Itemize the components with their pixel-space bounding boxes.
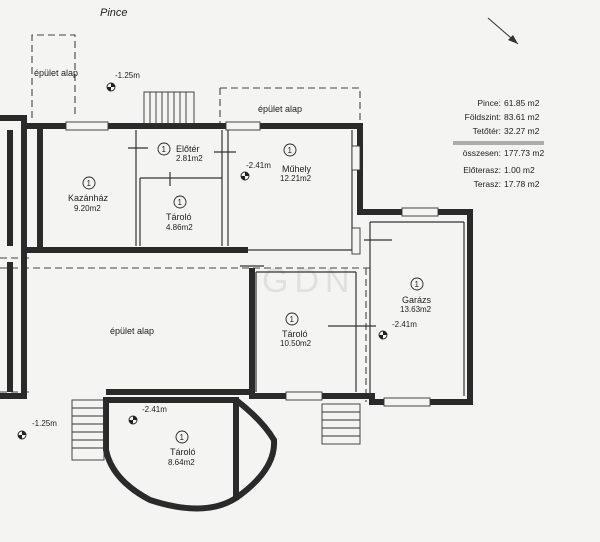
room-area: 9.20m2 <box>74 204 101 213</box>
level-label: -1.25m <box>115 71 140 80</box>
svg-text:1: 1 <box>162 145 167 154</box>
summary-value: 61.85 m2 <box>504 98 540 108</box>
level-label: -1.25m <box>32 419 57 428</box>
room-area: 4.86m2 <box>166 223 193 232</box>
room-tarolo-mid: 1 Tároló 10.50m2 <box>280 312 312 348</box>
summary-label: Terasz: <box>474 179 501 189</box>
room-tarolo-small: 1 Tároló 4.86m2 <box>166 195 193 232</box>
room-name: Műhely <box>282 164 312 174</box>
summary-value: 17.78 m2 <box>504 179 540 189</box>
svg-text:1: 1 <box>87 179 92 188</box>
summary-label: Földszint: <box>465 112 501 122</box>
svg-text:1: 1 <box>180 433 185 442</box>
level-marker: -1.25m <box>17 419 57 440</box>
level-marker: -2.41m <box>240 161 271 181</box>
room-name: Tároló <box>166 212 192 222</box>
summary-value: 1.00 m2 <box>504 165 535 175</box>
room-name: Előtér <box>176 144 200 154</box>
room-name: Garázs <box>402 295 432 305</box>
summary-label: Pince: <box>477 98 501 108</box>
door-marks <box>128 147 392 327</box>
svg-text:1: 1 <box>178 198 183 207</box>
level-marker: -2.41m <box>128 405 167 425</box>
room-kazanhaz: 1 Kazánház 9.20m2 <box>68 176 109 213</box>
room-tarolo-bottom: 1 Tároló 8.64m2 <box>168 430 196 467</box>
svg-text:1: 1 <box>288 146 293 155</box>
level-label: -2.41m <box>142 405 167 414</box>
summary-value: 32.27 m2 <box>504 126 540 136</box>
room-area: 2.81m2 <box>176 154 203 163</box>
room-area: 8.64m2 <box>168 458 195 467</box>
foundation-outlines <box>0 34 370 402</box>
room-muhely: 1 Műhely 12.21m2 <box>280 143 312 183</box>
plan-title: Pince <box>100 7 128 19</box>
room-area: 13.63m2 <box>400 305 432 314</box>
room-area: 10.50m2 <box>280 339 312 348</box>
summary-label: Tetőtér: <box>473 126 501 136</box>
foundation-label: épület alap <box>258 104 302 114</box>
room-area: 12.21m2 <box>280 174 312 183</box>
svg-text:1: 1 <box>290 315 295 324</box>
north-arrow-icon <box>487 17 519 45</box>
summary-label: Előterasz: <box>463 165 501 175</box>
room-name: Tároló <box>170 447 196 457</box>
room-name: Tároló <box>282 329 308 339</box>
summary-label: összesen: <box>463 148 501 158</box>
room-name: Kazánház <box>68 193 109 203</box>
room-garazs: 1 Garázs 13.63m2 <box>400 277 432 314</box>
area-summary: Pince: 61.85 m2 Földszint: 83.61 m2 Tető… <box>453 98 544 189</box>
svg-text:1: 1 <box>415 280 420 289</box>
room-eloter: 1 Előtér 2.81m2 <box>157 142 203 163</box>
level-label: -2.41m <box>246 161 271 170</box>
level-label: -2.41m <box>392 320 417 329</box>
foundation-label: épület alap <box>110 326 154 336</box>
stairs <box>71 91 361 461</box>
foundation-label: épület alap <box>34 68 78 78</box>
level-marker: -2.41m <box>378 320 417 340</box>
summary-value: 83.61 m2 <box>504 112 540 122</box>
summary-value: 177.73 m2 <box>504 148 544 158</box>
windows <box>65 121 439 407</box>
level-marker: -1.25m <box>106 71 140 92</box>
